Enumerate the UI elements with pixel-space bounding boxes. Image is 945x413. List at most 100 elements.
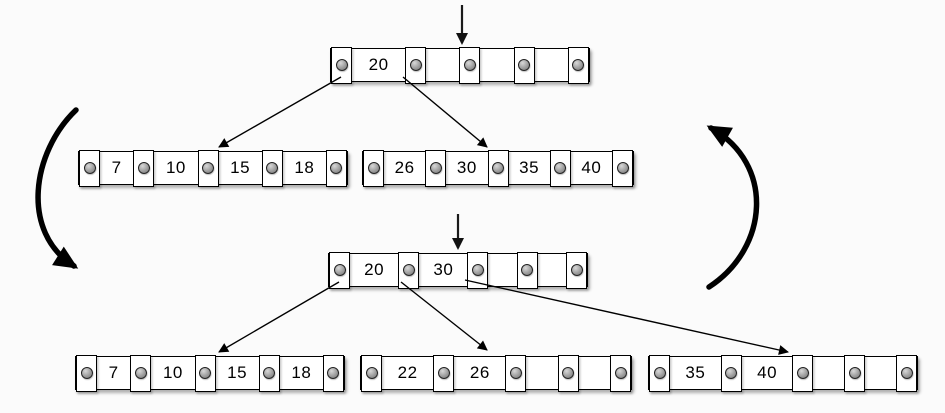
key-cell: 22 (382, 357, 433, 389)
pointer-cell (896, 354, 918, 392)
pointer-cell (329, 251, 350, 289)
pointer-cell (612, 149, 633, 187)
key-value: 18 (294, 158, 315, 177)
btree-leaf-bottom-left: 7 10 15 18 (75, 354, 345, 392)
pointer-dot-icon (429, 162, 442, 174)
pointer-dot-icon (365, 367, 378, 379)
btree-leaf-top-right: 26 30 35 40 (362, 149, 634, 187)
pointer-dot-icon (653, 367, 666, 379)
key-value: 15 (230, 158, 251, 177)
pointer-cell (433, 354, 455, 392)
pointer-cell (792, 354, 814, 392)
pointer-dot-icon (471, 264, 484, 276)
child-pointer-arrow (218, 281, 340, 353)
key-cell: 10 (154, 152, 197, 184)
child-pointer-arrow (402, 76, 488, 148)
key-cell: 7 (97, 357, 130, 389)
btree-root-top: 20 (330, 46, 590, 84)
pointer-dot-icon (335, 59, 348, 71)
pointer-cell (516, 251, 538, 289)
key-value: 35 (519, 158, 540, 177)
pointer-dot-icon (402, 264, 415, 276)
pointer-cell (425, 149, 447, 187)
pointer-dot-icon (437, 367, 450, 379)
pointer-dot-icon (725, 367, 738, 379)
pointer-cell (325, 149, 347, 187)
key-cell (579, 357, 610, 389)
pointer-cell (513, 46, 535, 84)
key-value: 7 (108, 363, 119, 382)
key-cell: 7 (100, 152, 133, 184)
pointer-dot-icon (562, 367, 575, 379)
key-cell: 30 (446, 152, 487, 184)
key-cell (488, 254, 516, 286)
pointer-cell (76, 354, 97, 392)
pointer-dot-icon (509, 367, 522, 379)
key-value: 40 (757, 363, 778, 382)
key-cell: 26 (454, 357, 505, 389)
pointer-dot-icon (616, 162, 629, 174)
pointer-cell (258, 354, 280, 392)
pointer-cell (363, 149, 384, 187)
pointer-dot-icon (848, 367, 861, 379)
child-pointer-arrow (464, 279, 789, 355)
key-value: 15 (227, 363, 248, 382)
key-value: 10 (162, 363, 183, 382)
key-cell: 26 (384, 152, 425, 184)
pointer-cell (549, 149, 571, 187)
key-cell: 20 (352, 49, 405, 81)
key-cell (535, 49, 568, 81)
pointer-cell (610, 354, 632, 392)
pointer-cell (405, 46, 427, 84)
pointer-dot-icon (614, 367, 627, 379)
pointer-dot-icon (134, 367, 147, 379)
key-value: 35 (685, 363, 706, 382)
key-cell (538, 254, 566, 286)
pointer-cell (331, 46, 352, 84)
pointer-dot-icon (796, 367, 809, 379)
key-cell: 18 (280, 357, 323, 389)
key-cell: 40 (742, 357, 793, 389)
pointer-dot-icon (137, 162, 150, 174)
pointer-dot-icon (367, 162, 380, 174)
pointer-cell (487, 149, 509, 187)
pointer-dot-icon (327, 367, 340, 379)
key-cell (426, 49, 459, 81)
key-cell (813, 357, 844, 389)
pointer-cell (566, 251, 588, 289)
key-cell: 20 (350, 254, 398, 286)
pointer-dot-icon (330, 162, 343, 174)
pointer-cell (398, 251, 420, 289)
btree-leaf-bottom-middle: 22 26 (360, 354, 632, 392)
key-cell: 15 (219, 152, 262, 184)
pointer-cell (197, 149, 219, 187)
pointer-cell (649, 354, 670, 392)
pointer-dot-icon (463, 59, 476, 71)
pointer-dot-icon (266, 162, 279, 174)
btree-root-bottom: 20 30 (328, 251, 588, 289)
key-cell: 40 (571, 152, 612, 184)
curved-arrow-up-icon (706, 125, 760, 290)
key-cell: 30 (419, 254, 467, 286)
key-cell: 35 (670, 357, 721, 389)
btree-leaf-top-left: 7 10 15 18 (78, 149, 348, 187)
key-cell: 18 (283, 152, 326, 184)
key-value: 26 (394, 158, 415, 177)
pointer-cell (557, 354, 579, 392)
curved-arrow-down-icon (35, 107, 79, 269)
key-cell: 15 (216, 357, 259, 389)
key-value: 20 (364, 260, 385, 279)
key-cell (865, 357, 896, 389)
pointer-dot-icon (492, 162, 504, 174)
key-value: 10 (165, 158, 186, 177)
pointer-dot-icon (554, 162, 567, 174)
child-pointer-arrow (400, 281, 488, 351)
key-value: 30 (433, 260, 454, 279)
pointer-dot-icon (333, 264, 346, 276)
key-value: 20 (368, 55, 389, 74)
pointer-cell (194, 354, 216, 392)
pointer-cell (567, 46, 589, 84)
key-cell (480, 49, 513, 81)
pointer-dot-icon (521, 264, 534, 276)
